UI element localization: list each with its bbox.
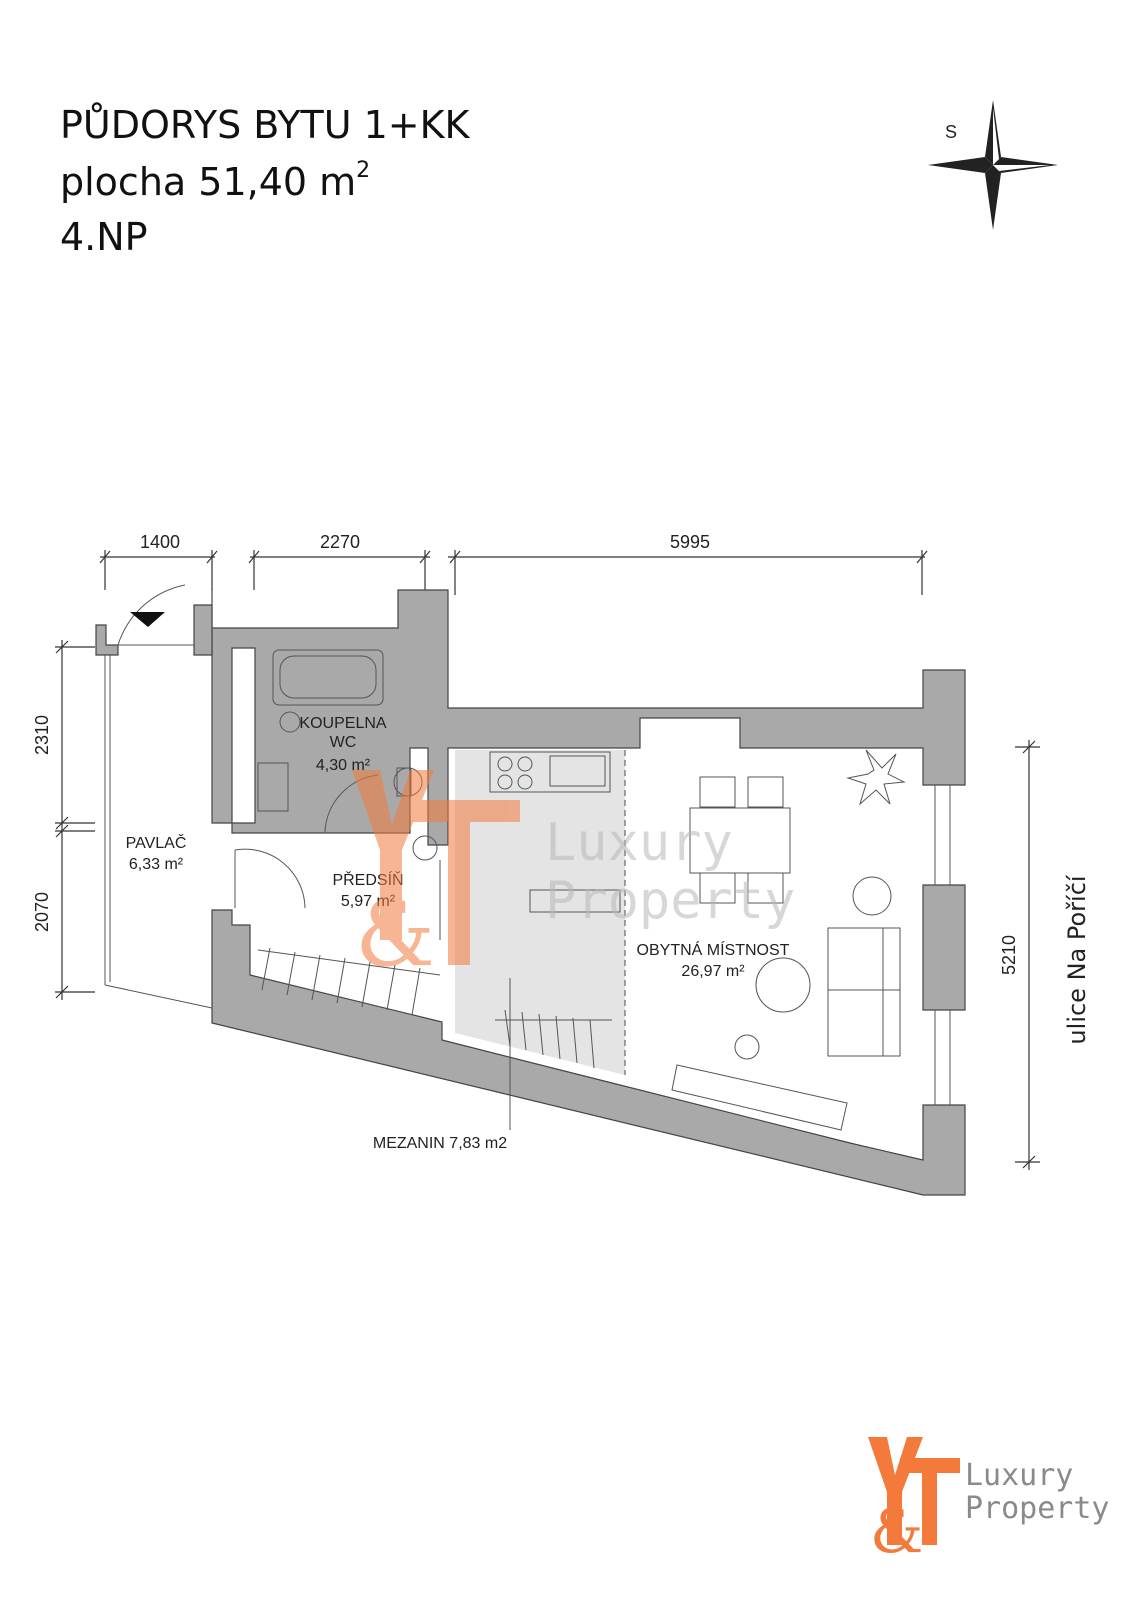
compass-label: S bbox=[945, 122, 957, 142]
dimension-top-3: 5995 bbox=[670, 532, 710, 552]
watermark-line2: Property bbox=[545, 871, 795, 931]
right-dimension-line bbox=[1015, 740, 1040, 1170]
room-koupelna-name: KOUPELNA bbox=[299, 715, 386, 732]
floor-label: 4.NP bbox=[60, 215, 148, 259]
brand-logo-line1: Luxury bbox=[965, 1458, 1073, 1493]
plan-title: PŮDORYS BYTU 1+KK bbox=[60, 103, 470, 147]
room-obytna-area: 26,97 m² bbox=[681, 963, 745, 980]
left-dimension-lines bbox=[55, 640, 95, 1000]
dimension-left-2: 2070 bbox=[32, 892, 52, 932]
staircase-predsin bbox=[257, 947, 441, 1016]
walls bbox=[95, 588, 966, 1196]
svg-text:&: & bbox=[870, 1497, 923, 1567]
watermark-line1: Luxury bbox=[545, 813, 733, 873]
dimension-top-2: 2270 bbox=[320, 532, 360, 552]
watermark: & Luxury Property bbox=[352, 770, 795, 987]
room-koupelna-area: 4,30 m² bbox=[316, 757, 371, 774]
area-unit-sup: 2 bbox=[356, 158, 371, 184]
compass-rose-icon bbox=[928, 100, 1058, 230]
brand-logo-mark: & bbox=[868, 1437, 960, 1567]
plan-area: plocha 51,40 m2 bbox=[60, 160, 370, 204]
dimension-right-1: 5210 bbox=[999, 935, 1019, 975]
area-value: plocha 51,40 m bbox=[60, 160, 357, 204]
room-pavlac-name: PAVLAČ bbox=[126, 833, 187, 852]
dimension-left-1: 2310 bbox=[32, 715, 52, 755]
street-label: ulice Na Poříčí bbox=[1063, 874, 1091, 1044]
room-koupelna-sub: WC bbox=[330, 734, 357, 751]
brand-logo-line2: Property bbox=[965, 1491, 1110, 1526]
plant-icon bbox=[846, 749, 906, 806]
entrance-arrow-icon bbox=[130, 612, 165, 627]
dimension-top-1: 1400 bbox=[140, 532, 180, 552]
room-pavlac-area: 6,33 m² bbox=[129, 856, 184, 873]
room-mezanin-label: MEZANIN 7,83 m2 bbox=[373, 1135, 507, 1152]
brand-logo: & Luxury Property bbox=[868, 1437, 1110, 1567]
svg-text:&: & bbox=[355, 882, 435, 987]
watermark-logo-mark: & bbox=[352, 770, 520, 987]
staircase-mezanin bbox=[495, 1009, 612, 1069]
room-obytna-name: OBYTNÁ MÍSTNOST bbox=[637, 940, 790, 959]
top-dimension-lines bbox=[99, 550, 928, 595]
interior-lines bbox=[104, 584, 951, 1131]
